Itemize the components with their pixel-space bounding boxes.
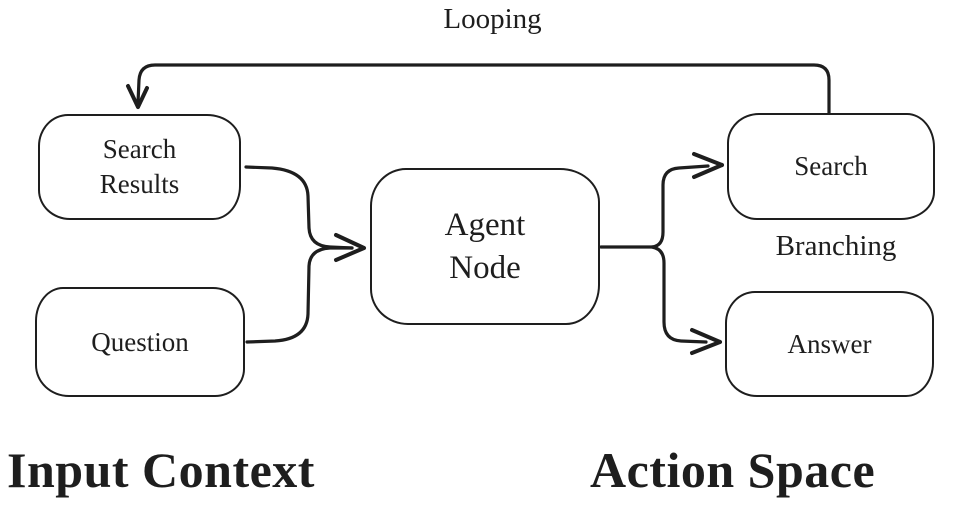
arrow-agent-to-answer: [650, 245, 722, 355]
node-question: Question: [35, 287, 245, 397]
arrow-looping: [126, 63, 831, 115]
node-search-results: Search Results: [38, 114, 241, 220]
node-search-label: Search: [794, 151, 868, 182]
node-search: Search: [727, 113, 935, 220]
looping-label: Looping: [443, 3, 542, 35]
arrow-question-to-agent: [245, 233, 366, 344]
node-agent-node: Agent Node: [370, 168, 600, 325]
node-search-results-label: Search Results: [99, 134, 180, 199]
arrow-agent-to-search: [599, 152, 724, 249]
node-question-label: Question: [91, 326, 189, 357]
branching-label: Branching: [775, 230, 897, 262]
input-context-label: Input Context: [7, 442, 315, 498]
node-answer: Answer: [725, 291, 934, 397]
node-answer-label: Answer: [787, 328, 872, 359]
action-space-label: Action Space: [590, 442, 876, 498]
arrow-search-results-to-agent: [244, 165, 354, 250]
node-agent-node-label: Agent Node: [444, 207, 526, 286]
